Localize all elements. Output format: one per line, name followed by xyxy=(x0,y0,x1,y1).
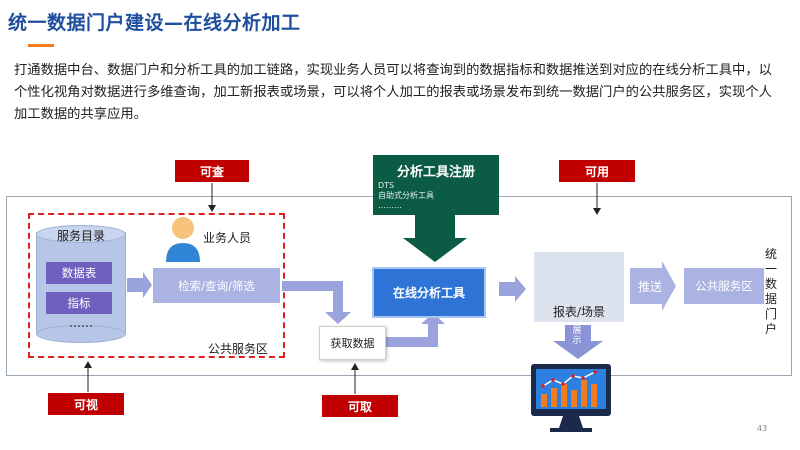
tool-registration-box: 分析工具注册 DTS 自助式分析工具 ……… xyxy=(373,155,499,215)
page-title: 统一数据门户建设—在线分析加工 xyxy=(8,12,301,34)
tool-to-report-arrow xyxy=(499,276,526,302)
user-body-icon xyxy=(166,243,200,262)
fetch-data-box: 获取数据 xyxy=(319,326,386,360)
portal-vertical-label: 统一数据门户 xyxy=(764,247,777,336)
user-head-icon xyxy=(172,217,194,239)
registration-down-arrow xyxy=(403,215,467,262)
catalog-to-search-arrow xyxy=(127,272,152,298)
catalog-more: …… xyxy=(69,316,93,330)
catalog-cylinder-bottom xyxy=(36,325,126,343)
registration-line-more: ……… xyxy=(378,201,402,210)
user-label: 业务人员 xyxy=(203,231,252,245)
catalog-item-data-table: 数据表 xyxy=(46,262,112,284)
page-number: 43 xyxy=(757,424,768,433)
report-scene-label: 报表/场景 xyxy=(552,305,606,319)
public-area-label: 公共服务区 xyxy=(208,342,269,356)
fetch-to-tool-arrow xyxy=(386,313,445,347)
registration-title: 分析工具注册 xyxy=(396,165,475,180)
show-down-arrow xyxy=(553,325,603,359)
report-scene-panel xyxy=(534,252,624,322)
ke-qu-label: 可取 xyxy=(322,395,398,417)
online-analysis-tool-box: 在线分析工具 xyxy=(372,267,486,318)
catalog-item-indicator: 指标 xyxy=(46,292,112,314)
search-query-filter-box: 检索/查询/筛选 xyxy=(153,268,280,303)
push-label: 推送 xyxy=(638,280,663,294)
ke-cha-label: 可查 xyxy=(175,160,249,182)
ke-yong-label: 可用 xyxy=(559,160,635,182)
description-text: 打通数据中台、数据门户和分析工具的加工链路，实现业务人员可以将查询到的数据指标和… xyxy=(14,63,772,122)
catalog-cylinder-top xyxy=(36,225,126,243)
registration-line-dts: DTS xyxy=(378,181,395,190)
push-arrow xyxy=(630,261,676,311)
public-service-area-box: 公共服务区 xyxy=(684,268,764,304)
search-to-fetch-arrow xyxy=(282,281,351,324)
registration-line-self-service: 自助式分析工具 xyxy=(378,191,434,200)
title-underline xyxy=(28,44,54,47)
ke-shi-label: 可视 xyxy=(48,393,124,415)
catalog-title: 服务目录 xyxy=(56,229,105,243)
show-label: 展示 xyxy=(572,326,582,346)
monitor-stand xyxy=(559,416,583,428)
